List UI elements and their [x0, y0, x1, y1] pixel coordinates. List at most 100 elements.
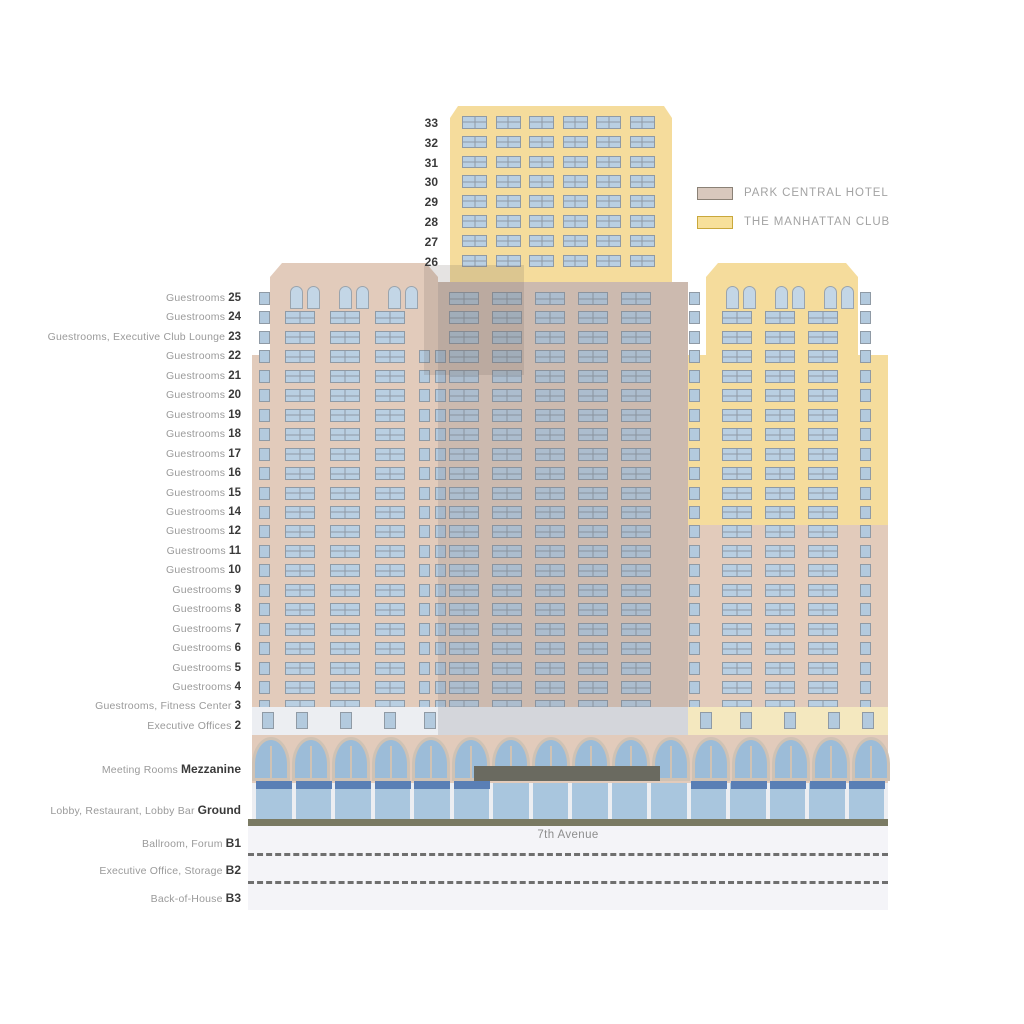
facade-window: [285, 681, 315, 694]
facade-window: [330, 447, 360, 461]
facade-window-small: [860, 428, 871, 442]
facade-window: [765, 486, 795, 500]
facade-window: [722, 369, 752, 383]
facade-window: [535, 467, 565, 481]
arched-window: [388, 286, 401, 309]
facade-window: [449, 661, 479, 675]
storefront-mullion: [331, 783, 335, 819]
facade-window: [449, 467, 479, 481]
facade-window-small: [259, 661, 270, 675]
tower-window: [596, 195, 621, 208]
arched-window: [290, 286, 303, 309]
facade-window-small: [419, 486, 430, 500]
tower-floor-label-27: 27: [424, 234, 438, 249]
street-label: 7th Avenue: [537, 829, 599, 841]
facade-window: [375, 642, 405, 656]
center-shadow-overlay: [438, 282, 688, 735]
tower-window: [462, 135, 487, 149]
floor-label-description: Meeting Rooms: [101, 764, 178, 776]
facade-window-small: [860, 622, 871, 636]
facade-window-small: [259, 544, 270, 558]
facade-window: [492, 505, 522, 519]
facade-window: [492, 642, 522, 656]
facade-window-small: [259, 564, 270, 578]
facade-window-small: [435, 583, 446, 597]
tower-window: [495, 195, 521, 208]
tower-floor-label-32: 32: [424, 135, 438, 150]
tower-window: [462, 254, 487, 268]
facade-window-small: [860, 447, 871, 461]
facade-window: [621, 389, 651, 403]
tower-window: [495, 215, 521, 228]
floor-label-description: Guestrooms: [172, 603, 232, 616]
floor-label-description: Guestrooms: [172, 583, 232, 596]
facade-window: [449, 564, 479, 578]
storefront-mullion: [410, 783, 414, 819]
facade-window: [621, 292, 651, 305]
facade-window: [285, 408, 315, 422]
facade-window: [722, 525, 752, 539]
facade-window: [578, 661, 608, 675]
facade-window: [808, 681, 838, 694]
arched-window: [726, 286, 739, 309]
facade-window: [375, 525, 405, 539]
facade-window: [285, 525, 315, 539]
facade-window: [722, 583, 752, 597]
storefront-awning: [414, 781, 450, 789]
facade-window: [621, 467, 651, 481]
facade-window: [621, 525, 651, 539]
facade-window: [578, 642, 608, 656]
facade-window: [722, 350, 752, 364]
facade-window: [808, 350, 838, 364]
facade-window: [535, 292, 565, 305]
floor-label-number: B1: [225, 836, 241, 850]
tower-window: [629, 135, 655, 149]
facade-window-small: [435, 350, 446, 364]
facade-window: [330, 661, 360, 675]
facade-window: [722, 603, 752, 617]
facade-window: [621, 486, 651, 500]
tower-floor-label-28: 28: [424, 215, 438, 229]
tower-window: [629, 234, 655, 248]
facade-window: [808, 311, 838, 325]
facade-window-small: [419, 583, 430, 597]
tower-window: [462, 155, 487, 169]
facade-window: [330, 544, 360, 558]
arched-window: [824, 286, 837, 309]
tower-window: [596, 215, 621, 228]
arched-window: [841, 286, 854, 309]
facade-window: [578, 467, 608, 481]
floor-label-description: Guestrooms: [166, 447, 226, 460]
facade-window: [492, 330, 522, 344]
facade-window-small: [689, 311, 700, 325]
facade-window: [375, 564, 405, 578]
facade-window: [808, 505, 838, 519]
storefront-mullion: [726, 783, 730, 819]
facade-window-small: [689, 661, 700, 675]
floor-label-description: Guestrooms: [166, 505, 226, 518]
facade-window: [535, 505, 565, 519]
floor-label-number: Mezzanine: [180, 762, 241, 776]
floor-label-description: Guestrooms, Executive Club Lounge: [47, 330, 226, 343]
facade-window: [765, 661, 795, 675]
tower-window: [529, 234, 554, 248]
storefront-mullion: [686, 783, 691, 819]
floor-label-number: Ground: [197, 803, 241, 817]
tower-window: [629, 215, 655, 228]
facade-window: [285, 486, 315, 500]
facade-window: [535, 544, 565, 558]
floor-label-number: 15: [228, 486, 241, 499]
tower-window: [462, 175, 487, 188]
facade-window: [330, 603, 360, 617]
facade-window: [375, 330, 405, 344]
tower-window: [596, 175, 621, 188]
facade-window: [765, 330, 795, 344]
arcade-arch-bay: [732, 737, 770, 781]
floor-label-description: Executive Offices: [147, 719, 232, 732]
tower-window: [629, 195, 655, 208]
executive-floor-window: [862, 712, 874, 729]
